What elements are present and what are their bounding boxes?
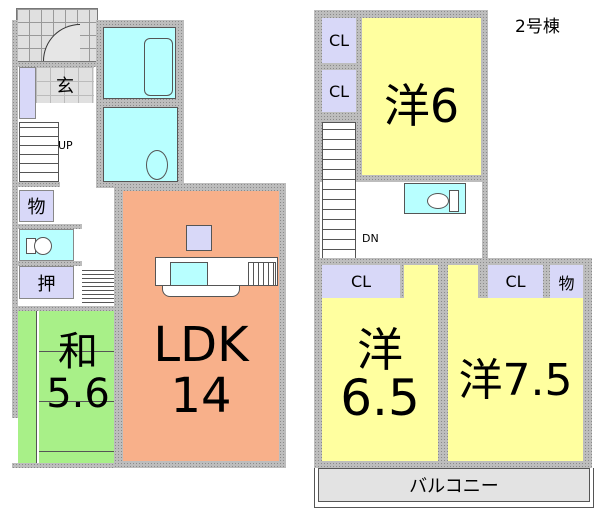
- building-label: 2号棟: [515, 17, 560, 37]
- ldk-size: 14: [170, 367, 232, 424]
- room-toilet-1f[interactable]: [19, 229, 74, 261]
- room-western-6[interactable]: 洋6: [362, 18, 481, 175]
- room-bath[interactable]: [103, 27, 176, 99]
- closet-label: CL: [350, 272, 372, 291]
- genkan-label: 玄: [56, 76, 74, 97]
- washitsu-label: 和: [58, 329, 98, 375]
- room-closet-3[interactable]: CL: [322, 265, 400, 298]
- room-oshiire[interactable]: 押: [19, 266, 74, 299]
- room-ldk[interactable]: LDK 14: [123, 191, 279, 461]
- western-7-5-label: 洋7.5: [458, 354, 573, 406]
- balcony-edge: [314, 468, 594, 508]
- toilet-bowl-icon: [146, 150, 168, 180]
- floor-plan-2f: 2号棟 CL CL 洋6 DN CL 洋 6.5 CL 物 洋7.5: [300, 0, 600, 526]
- room-toilet-2f[interactable]: [404, 183, 466, 214]
- tatami-divider: [39, 311, 116, 463]
- room-washitsu[interactable]: 和 5.6: [18, 311, 116, 463]
- washitsu-size: 5.6: [46, 371, 110, 417]
- room-western-7-5-entry: [448, 265, 478, 300]
- toilet-tank-icon: [449, 190, 459, 212]
- wall: [12, 306, 118, 311]
- room-storage-2f[interactable]: 物: [550, 265, 583, 298]
- room-closet-4[interactable]: CL: [488, 265, 543, 298]
- sink-icon: [170, 262, 208, 286]
- storage-label: 物: [27, 197, 46, 218]
- stairs-1f[interactable]: [19, 122, 59, 182]
- closet-label: CL: [505, 272, 526, 291]
- floor-plan-1f: 玄 UP 物 押 和 5.6 LDK: [12, 8, 286, 468]
- wall: [12, 463, 120, 468]
- stairs-up-label: UP: [58, 139, 73, 152]
- toilet-bowl-icon: [34, 237, 52, 255]
- shoe-cabinet: [19, 67, 36, 119]
- room-western-7-5[interactable]: 洋7.5: [448, 298, 583, 461]
- western-6-5-size: 6.5: [340, 368, 420, 427]
- room-closet-2[interactable]: CL: [322, 70, 356, 112]
- room-washroom[interactable]: [103, 107, 178, 182]
- wall: [12, 218, 18, 418]
- stairs-2f[interactable]: [322, 122, 356, 260]
- wall: [18, 261, 82, 266]
- balcony[interactable]: バルコニー: [318, 468, 590, 502]
- toilet-bowl-icon: [427, 193, 449, 209]
- room-western-6-5[interactable]: 洋 6.5: [322, 298, 438, 461]
- counter-bar: [162, 285, 240, 297]
- western-6-label: 洋6: [383, 79, 460, 133]
- room-genkan[interactable]: 玄: [36, 67, 94, 103]
- western-6-5-label: 洋: [357, 322, 403, 377]
- wall: [18, 224, 82, 229]
- storage-label: 物: [558, 273, 575, 293]
- ldk-label: LDK: [153, 317, 249, 374]
- wall: [12, 20, 18, 218]
- wall: [12, 200, 18, 218]
- kitchen-counter[interactable]: [155, 257, 278, 286]
- stairs-landing: [82, 270, 116, 310]
- fridge-space: [186, 225, 212, 251]
- stairs-dn-label: DN: [362, 232, 379, 245]
- bathtub-icon: [144, 38, 173, 96]
- oshiire-label: 押: [37, 273, 56, 295]
- wall: [12, 62, 98, 67]
- stove-icon: [248, 262, 276, 286]
- closet-label: CL: [328, 81, 350, 101]
- wall: [18, 182, 60, 187]
- room-western-6-5-entry: [404, 265, 438, 300]
- balcony-label: バルコニー: [409, 476, 499, 497]
- room-closet-1[interactable]: CL: [322, 18, 356, 63]
- room-storage-1f[interactable]: 物: [19, 190, 54, 222]
- closet-label: CL: [328, 31, 350, 50]
